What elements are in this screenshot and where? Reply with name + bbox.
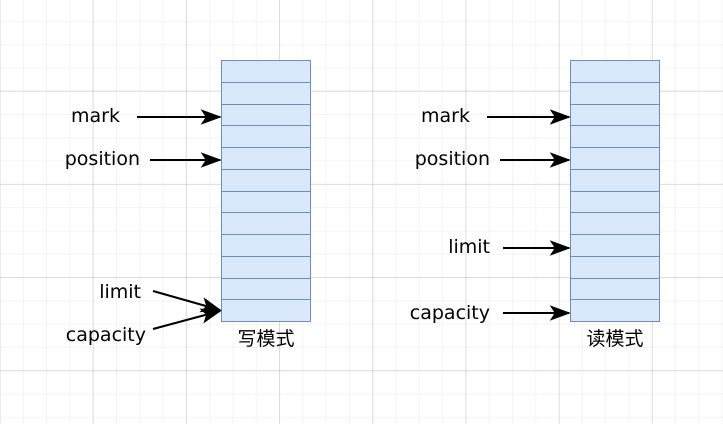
buffer-cell (222, 104, 310, 127)
buffer-cell (571, 82, 659, 105)
buffer-cell (222, 278, 310, 301)
buffer-cell (222, 61, 310, 83)
buffer-cell (222, 256, 310, 279)
buffer-cell (222, 300, 310, 321)
buffer-cell (571, 213, 659, 235)
label-limit-read: limit (448, 236, 490, 258)
buffer-cell (222, 82, 310, 105)
buffer-cell (222, 169, 310, 192)
buffer-cell (571, 126, 659, 148)
buffer-cell (222, 235, 310, 257)
mode-label-write: 写模式 (237, 328, 295, 350)
buffer-cell (571, 169, 659, 192)
buffer-write-mode (221, 60, 311, 322)
label-mark-read: mark (421, 105, 470, 127)
arrow-capacity-write (152, 308, 222, 331)
buffer-cell (571, 61, 659, 83)
buffer-cell (222, 148, 310, 170)
mode-label-read: 读模式 (586, 328, 644, 350)
buffer-cell (571, 104, 659, 127)
label-position-read: position (414, 148, 490, 170)
label-mark-write: mark (71, 105, 120, 127)
buffer-cell (222, 191, 310, 214)
buffer-cell (222, 213, 310, 235)
buffer-cell (571, 191, 659, 214)
buffer-cell (571, 148, 659, 170)
buffer-cell (571, 300, 659, 321)
buffer-cell (571, 278, 659, 301)
buffer-read-mode (570, 60, 660, 322)
label-capacity-read: capacity (409, 302, 490, 324)
label-capacity-write: capacity (65, 324, 146, 346)
label-limit-write: limit (99, 281, 141, 303)
buffer-cell (571, 235, 659, 257)
buffer-cell (222, 126, 310, 148)
label-position-write: position (64, 148, 140, 170)
arrow-limit-write (152, 289, 222, 313)
buffer-cell (571, 256, 659, 279)
